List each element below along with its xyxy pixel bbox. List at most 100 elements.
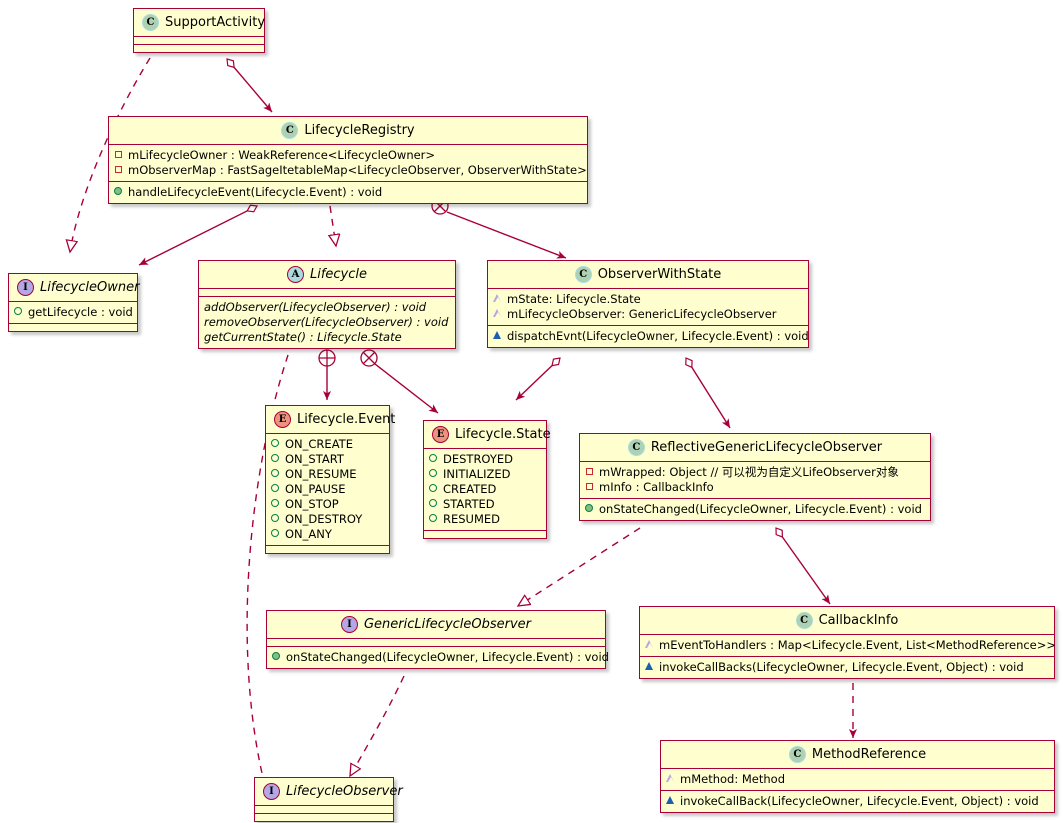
visibility-public-icon [14,307,23,316]
visibility-protected-method-icon [666,796,675,805]
class-name: SupportActivity [165,15,266,30]
class-generic-lifecycle-observer[interactable]: I GenericLifecycleObserver onStateChange… [266,610,609,669]
class-lifecycle-registry[interactable]: C LifecycleRegistry mLifecycleOwner : We… [108,116,588,204]
method-text: onStateChanged(LifecycleOwner, Lifecycle… [599,502,922,516]
method-text: removeObserver(LifecycleObserver) : void [204,315,449,329]
enum-row: ON_CREATE [271,437,384,452]
methods-section: invokeCallBacks(LifecycleOwner, Lifecycl… [640,657,1054,678]
edge-supportactivity-lifecycleregistry [227,59,273,113]
methods-section: getLifecycle : void [9,302,137,324]
class-lifecycle-owner[interactable]: I LifecycleOwner getLifecycle : void [8,273,139,332]
extra-section [9,324,137,331]
fields-section: mEventToHandlers : Map<Lifecycle.Event, … [640,635,1056,657]
methods-section: onStateChanged(LifecycleOwner, Lifecycle… [580,499,930,520]
class-stereotype-icon: C [627,439,645,456]
class-stereotype-icon: C [795,612,813,629]
enum-text: ON_DESTROY [285,512,363,526]
edge-genericobserver-lifecycleobserver [350,675,405,776]
visibility-protected-icon [493,309,502,318]
enum-row: DESTROYED [429,452,541,467]
visibility-private-icon [114,150,123,159]
fields-section: mState: Lifecycle.State mLifecycleObserv… [488,289,808,326]
visibility-private-icon [585,482,594,491]
enum-row: RESUMED [429,512,541,527]
class-lifecycle-observer[interactable]: I LifecycleObserver [254,777,403,822]
class-stereotype-icon: C [142,14,159,31]
method-row: getLifecycle : void [14,305,133,320]
class-lifecycle-event[interactable]: E Lifecycle.Event ON_CREATE ON_START ON_… [265,405,395,554]
class-method-reference[interactable]: C MethodReference mMethod: Method invoke… [660,740,1055,813]
edge-reflectiveobserver-genericobserver [518,527,641,606]
class-header: E Lifecycle.Event [266,406,395,434]
field-text: mLifecycleOwner : WeakReference<Lifecycl… [128,148,436,162]
field-text: mMethod: Method [680,772,785,786]
class-stereotype-icon: C [281,122,299,139]
enum-text: RESUMED [443,512,501,526]
edge-reflectiveobserver-callbackinfo [776,528,831,605]
method-row: handleLifecycleEvent(Lifecycle.Event) : … [114,185,582,200]
fields-section [134,37,264,45]
enum-stereotype-icon: E [432,426,449,443]
visibility-public-icon [271,529,280,538]
fields-section: mMethod: Method [661,769,1054,791]
visibility-public-icon [429,469,438,478]
class-header: C ObserverWithState [488,261,808,289]
field-text: mInfo : CallbackInfo [599,480,714,494]
visibility-public-icon [271,454,280,463]
methods-section: dispatchEvnt(LifecycleOwner, Lifecycle.E… [488,326,809,347]
abstract-stereotype-icon: A [286,266,304,283]
method-text: getCurrentState() : Lifecycle.State [204,330,402,344]
enum-stereotype-icon: E [274,411,291,428]
field-row: mMethod: Method [666,772,1049,787]
enum-row: ON_ANY [271,527,384,542]
fields-section: ON_CREATE ON_START ON_RESUME ON_PAUSE ON… [266,434,389,546]
enum-row: STARTED [429,497,541,512]
enum-text: INITIALIZED [443,467,511,481]
class-name: Lifecycle.State [455,427,551,442]
interface-stereotype-icon: I [340,616,358,633]
visibility-protected-method-icon [493,331,502,340]
edge-lifecycleregistry-observerwithstate [446,211,567,259]
enum-text: ON_STOP [285,497,339,511]
visibility-public-icon [271,514,280,523]
methods-section [424,531,546,538]
method-text: invokeCallBacks(LifecycleOwner, Lifecycl… [659,660,1024,674]
edge-lifecycleregistry-lifecycleowner [138,206,257,266]
fields-section [255,806,393,814]
class-reflective-generic-lifecycle-observer[interactable]: C ReflectiveGenericLifecycleObserver mWr… [579,433,931,521]
method-text: dispatchEvnt(LifecycleOwner, Lifecycle.E… [507,329,809,343]
visibility-public-icon [271,499,280,508]
visibility-protected-icon [666,774,675,783]
class-lifecycle[interactable]: A Lifecycle addObserver(LifecycleObserve… [198,260,456,349]
nested-circlex-lifecycle-state [360,349,378,367]
methods-section: onStateChanged(LifecycleOwner, Lifecycle… [267,647,609,668]
visibility-public-icon [585,504,594,513]
class-stereotype-icon: C [788,746,806,763]
class-name: LifecycleRegistry [304,123,415,138]
enum-row: INITIALIZED [429,467,541,482]
methods-section [266,546,389,553]
enum-row: ON_DESTROY [271,512,384,527]
method-row: invokeCallBack(LifecycleOwner, Lifecycle… [666,794,1049,809]
fields-section: mWrapped: Object // 可以视为自定义LifeObserver对… [580,462,930,499]
fields-section: DESTROYED INITIALIZED CREATED STARTED RE… [424,449,546,531]
class-lifecycle-state[interactable]: E Lifecycle.State DESTROYED INITIALIZED … [423,420,551,539]
class-callback-info[interactable]: C CallbackInfo mEventToHandlers : Map<Li… [639,606,1056,679]
enum-text: ON_PAUSE [285,482,346,496]
class-name: Lifecycle [309,267,368,282]
visibility-public-icon [271,484,280,493]
class-support-activity[interactable]: C SupportActivity [133,8,265,53]
methods-section [134,45,264,52]
enum-row: CREATED [429,482,541,497]
methods-section: invokeCallBack(LifecycleOwner, Lifecycle… [661,791,1054,812]
field-text: mWrapped: Object // 可以视为自定义LifeObserver对… [599,465,899,479]
class-header: C MethodReference [661,741,1054,769]
method-row: onStateChanged(LifecycleOwner, Lifecycle… [272,650,609,665]
class-observer-with-state[interactable]: C ObserverWithState mState: Lifecycle.St… [487,260,809,348]
methods-section [255,814,393,821]
field-row: mWrapped: Object // 可以视为自定义LifeObserver对… [585,465,925,480]
field-row: mEventToHandlers : Map<Lifecycle.Event, … [645,638,1056,653]
method-row: addObserver(LifecycleObserver) : void [204,300,450,315]
enum-text: ON_RESUME [285,467,357,481]
